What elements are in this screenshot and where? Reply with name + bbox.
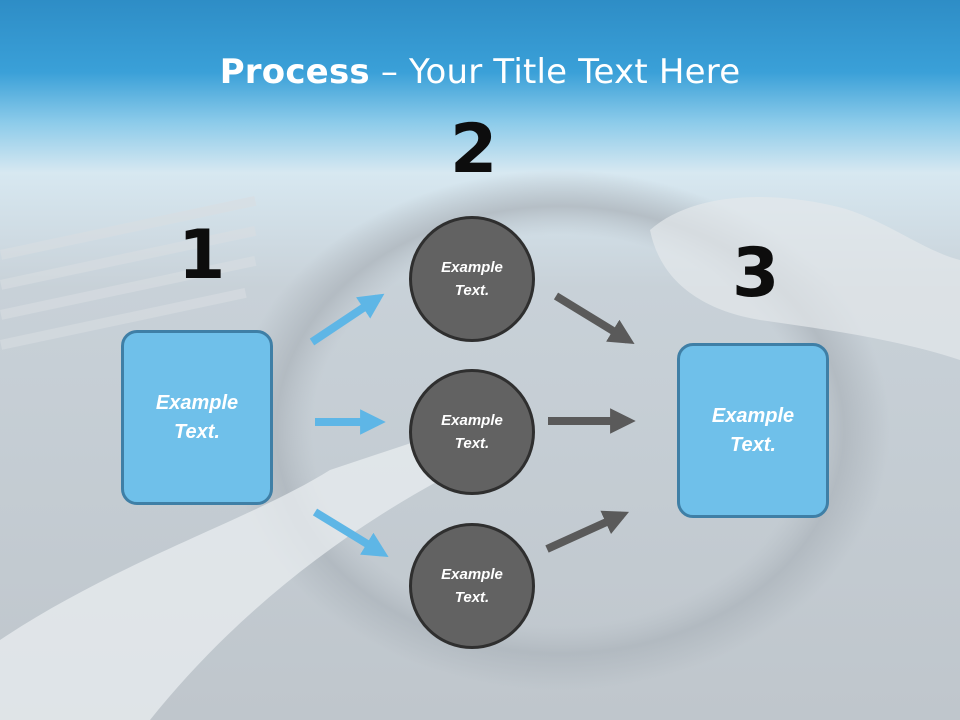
arrow-gray-up (547, 515, 622, 549)
arrow-blue-down (315, 512, 382, 553)
arrow-blue-up (312, 298, 378, 342)
arrow-gray-down (556, 296, 628, 340)
